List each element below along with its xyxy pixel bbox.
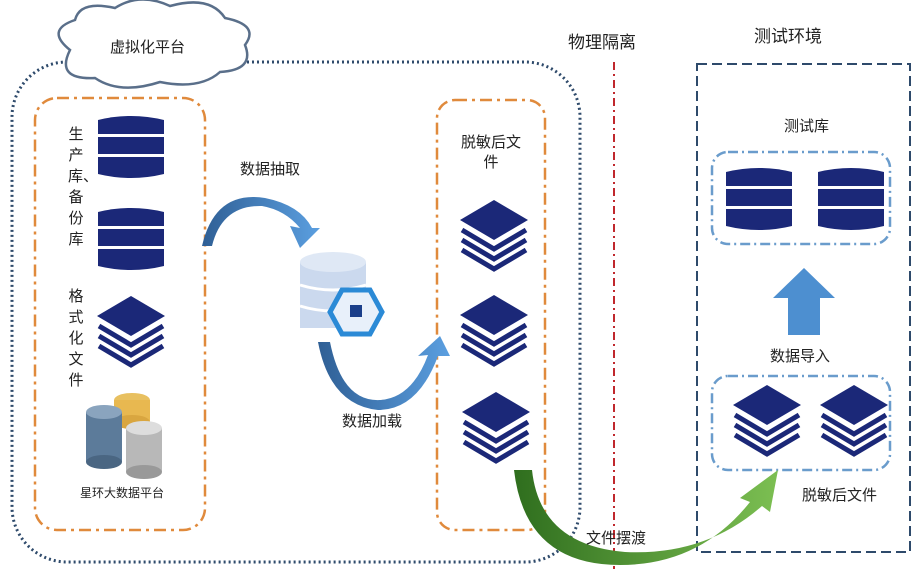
- test-db-box: [710, 150, 892, 246]
- test-env-title: 测试环境: [754, 27, 822, 47]
- database-icon: [98, 116, 164, 178]
- extract-arrow: [202, 197, 320, 248]
- extract-label: 数据抽取: [240, 160, 301, 178]
- masking-db-icon: [299, 252, 385, 337]
- stack-layers-icon: [462, 392, 530, 461]
- stack-layers-icon: [460, 295, 528, 364]
- stack-layers-icon: [733, 385, 801, 454]
- database-icon: [818, 168, 884, 230]
- import-arrow: [773, 268, 835, 335]
- cloud-icon: [57, 0, 251, 89]
- test-files-box: [710, 374, 892, 472]
- import-label: 数据导入: [770, 347, 831, 365]
- bigdata-label: 星环大数据平台: [80, 486, 165, 500]
- ferry-label: 文件摆渡: [586, 529, 647, 547]
- isolation-label: 物理隔离: [568, 33, 636, 53]
- load-label: 数据加载: [342, 412, 403, 430]
- stack-layers-icon: [97, 296, 165, 365]
- ferry-arrow: [514, 470, 778, 565]
- stack-layers-icon: [820, 385, 888, 454]
- database-icon: [726, 168, 792, 230]
- masked-box: [435, 98, 547, 532]
- test-db-label: 测试库: [784, 117, 830, 135]
- test-files-label: 脱敏后文件: [802, 486, 878, 504]
- big-data-coins-icon: [86, 393, 162, 479]
- load-arrow: [318, 336, 450, 410]
- formatted-files-label: 格式化文件: [68, 287, 84, 389]
- test-env-frame: [696, 63, 911, 553]
- stack-layers-icon: [460, 200, 528, 269]
- database-icon: [98, 208, 164, 270]
- prod-backup-label: 生产库、备份库: [68, 125, 99, 248]
- source-box: [33, 96, 207, 532]
- masked-label: 脱敏后文件: [461, 133, 522, 171]
- virtual-platform-label: 虚拟化平台: [110, 38, 186, 56]
